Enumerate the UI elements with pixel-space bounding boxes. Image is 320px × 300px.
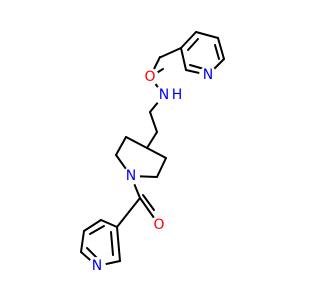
bond [100, 219, 118, 228]
aromatic-inner-bond [214, 44, 220, 60]
bond [180, 47, 187, 71]
bond [195, 31, 219, 39]
oxygen-label-bg [141, 68, 159, 86]
aromatic-inner-bond [187, 38, 199, 51]
oxygen-bottom-bg [150, 216, 168, 234]
oxygen-bottom-label: O [153, 217, 164, 233]
piperidine-ring [115, 136, 167, 178]
bond [146, 147, 167, 159]
bond [115, 136, 127, 156]
structure-canvas: O N N H N O N [80, 31, 225, 275]
aromatic-inner-bond [89, 225, 105, 235]
bond [217, 37, 225, 60]
aromatic-inner-bond [110, 231, 114, 256]
bond [142, 194, 155, 211]
bond [83, 219, 102, 232]
bond [149, 111, 158, 133]
bond [180, 31, 197, 49]
bond [80, 230, 85, 253]
molecule-drawing: O N N H N O N [80, 31, 225, 275]
nitrogen-amide-label: N [159, 87, 169, 103]
bond [116, 226, 121, 262]
bond [160, 47, 182, 58]
oxygen-top-label: O [144, 69, 155, 85]
aromatic-inner-bond [189, 64, 205, 70]
nitrogen-piperidine-label: N [126, 168, 136, 184]
bottom-amide-pyridine [80, 175, 160, 267]
bond [156, 157, 167, 178]
nitrogen-bottom-pyridine-label: N [92, 258, 102, 274]
bond [125, 136, 148, 149]
amide-n-bg [154, 85, 174, 105]
amide-hydrogen-label: H [172, 87, 183, 103]
bond [116, 197, 141, 228]
nitrogen-top-pyridine-label: N [203, 67, 213, 83]
atom-labels: O N N H N O N [88, 66, 217, 275]
piperidine-n-bg [122, 167, 140, 185]
pyridine-n-top-bg [199, 66, 217, 84]
bond [146, 131, 158, 149]
pyridine-n-bottom-bg [88, 257, 106, 275]
